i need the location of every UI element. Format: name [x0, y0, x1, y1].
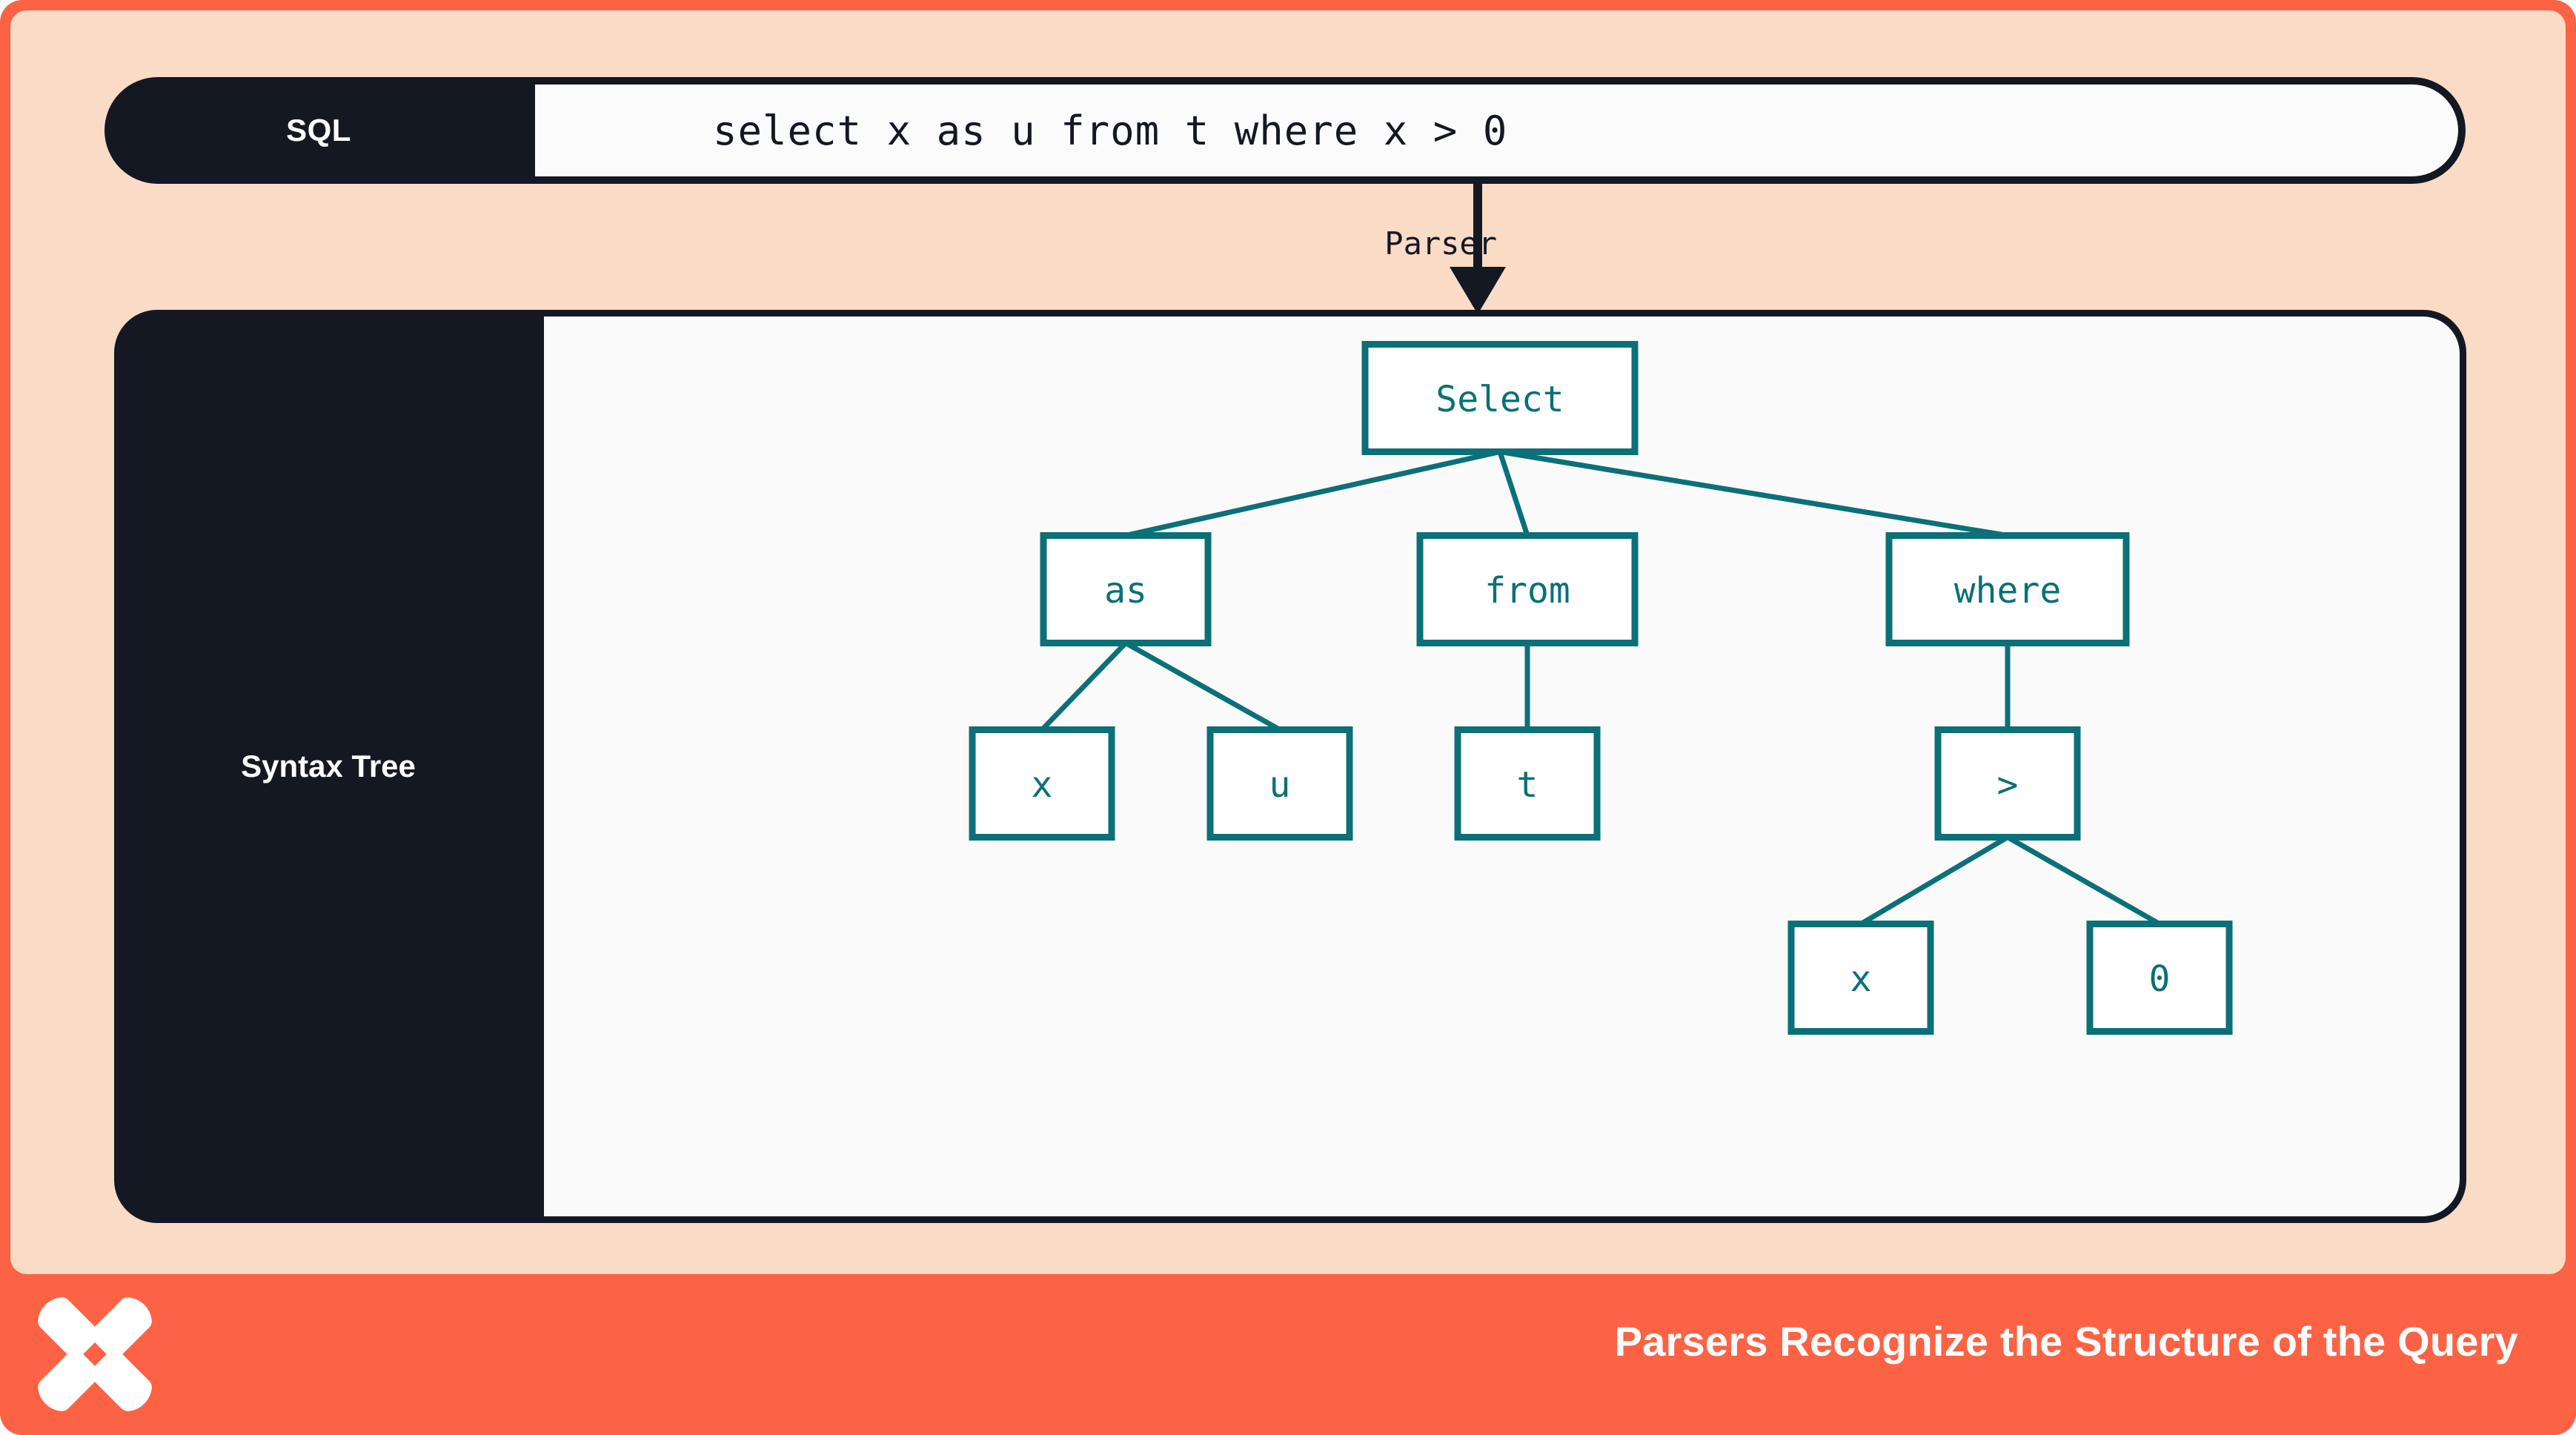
tree-node[interactable]: t	[1454, 726, 1601, 841]
tree-node-label: u	[1269, 764, 1291, 806]
tree-node-box	[2086, 921, 2233, 1035]
tree-node-box	[1787, 921, 1934, 1035]
tree-node[interactable]: u	[1206, 726, 1353, 841]
tree-edge	[1497, 451, 1530, 537]
tree-node-box	[1416, 532, 1639, 646]
tree-node-label: 0	[2149, 958, 2171, 1000]
tree-node-label: as	[1104, 570, 1147, 612]
syntax-tree-graph: Select as from where x u t > x 0	[969, 341, 2233, 1035]
tree-edge	[1859, 835, 2009, 927]
tree-node-box	[1206, 726, 1353, 841]
tree-node-label: where	[1954, 570, 2062, 612]
tree-node[interactable]: 0	[2086, 921, 2233, 1035]
tree-node-box	[1040, 532, 1212, 646]
tree-edge	[2006, 835, 2161, 927]
tree-node-box	[1934, 726, 2081, 841]
syntax-tree-panel-label: Syntax Tree	[241, 749, 416, 783]
tree-node-box	[1454, 726, 1601, 841]
x-star-logo-icon	[38, 1297, 152, 1411]
tree-node[interactable]: x	[969, 726, 1115, 841]
footer-caption-text: Parsers Recognize the Structure of the Q…	[1614, 1318, 2518, 1365]
sql-row-label: SQL	[286, 113, 351, 148]
sql-query-text[interactable]: select x as u from t where x > 0	[535, 84, 2458, 176]
tree-node-label: x	[1850, 958, 1872, 1000]
syntax-tree-panel: Syntax Tree Select as from where x u t > x 0	[114, 310, 2466, 1223]
tree-edge	[1124, 640, 1281, 732]
syntax-tree-canvas: Select as from where x u t > x 0	[544, 317, 2460, 1216]
tree-node[interactable]: as	[1040, 532, 1212, 646]
tree-node-label: t	[1517, 764, 1538, 806]
tree-node[interactable]: where	[1885, 532, 2130, 646]
content-canvas: SQL select x as u from t where x > 0 Par…	[10, 10, 2566, 1274]
tree-node-box	[969, 726, 1115, 841]
sql-input-row: SQL select x as u from t where x > 0	[104, 77, 2466, 184]
tree-node-label: >	[1997, 764, 2019, 806]
tree-node-label: Select	[1435, 379, 1564, 420]
tree-node[interactable]: x	[1787, 921, 1934, 1035]
tree-node-box	[1885, 532, 2130, 646]
tree-node-label: from	[1484, 570, 1570, 612]
tree-node[interactable]: Select	[1361, 341, 1639, 455]
tree-edge	[1125, 449, 1501, 538]
tree-node-box	[1361, 341, 1639, 455]
tree-edge	[1040, 641, 1128, 732]
tree-node-label: x	[1032, 764, 1053, 806]
tree-edge	[1499, 449, 2008, 538]
parser-arrow-icon	[1450, 184, 1506, 314]
tree-node[interactable]: >	[1934, 726, 2081, 841]
tree-node[interactable]: from	[1416, 532, 1639, 646]
footer-bar: Parsers Recognize the Structure of the Q…	[0, 1274, 2576, 1435]
